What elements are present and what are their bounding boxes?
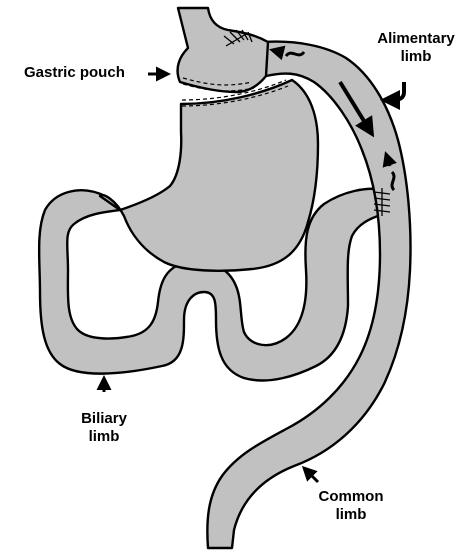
common-limb-label-line1: Common [318, 488, 384, 505]
common-limb-arrow-icon [301, 465, 320, 484]
flow-arrow-icon-2 [269, 45, 286, 61]
alimentary-limb-label-line1: Alimentary [377, 30, 455, 47]
stomach-staple-line-2 [181, 85, 289, 107]
peristalsis-wave-icon [284, 50, 306, 58]
peristalsis-wave-icon-2 [390, 170, 396, 192]
flow-arrow-icon-3 [382, 151, 397, 168]
gastric-pouch-label: Gastric pouch [24, 64, 125, 81]
stomach-remnant [98, 78, 320, 272]
common-limb-label: Common limb [306, 488, 396, 524]
alimentary-limb-label: Alimentary limb [364, 30, 468, 66]
pouch-staple-line-2 [182, 83, 255, 92]
biliary-limb-label-line1: Biliary [81, 410, 127, 427]
alimentary-limb-arrow-icon [380, 82, 406, 110]
common-limb-label-line2: limb [335, 506, 367, 523]
alimentary-limb-label-line2: limb [400, 48, 432, 65]
biliary-limb-label-line2: limb [88, 428, 120, 445]
suture-icon-2 [373, 188, 391, 216]
suture-icon [223, 29, 253, 47]
stomach-staple-line [181, 79, 287, 101]
biliary-limb-label: Biliary limb [72, 410, 136, 446]
biliary-limb-loop [37, 187, 388, 382]
alimentary-and-common-limb [206, 40, 412, 550]
gastric-pouch [176, 6, 270, 94]
flow-arrow-icon [338, 80, 375, 138]
